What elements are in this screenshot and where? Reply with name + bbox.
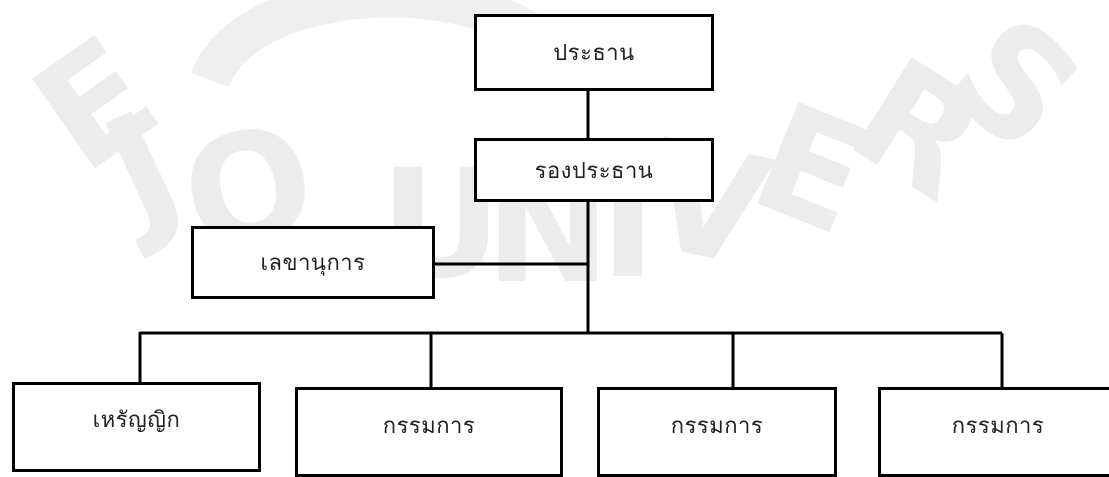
connector-lines xyxy=(138,90,1004,388)
committee-box-2: กรรมการ xyxy=(597,387,837,477)
committee-box-3: กรรมการ xyxy=(878,387,1109,477)
vice-chairman-box: รองประธาน xyxy=(474,138,714,202)
secretary-label: เลขานุการ xyxy=(260,251,366,276)
committee-box-1: กรรมการ xyxy=(295,387,563,477)
committee-label: กรรมการ xyxy=(670,413,764,439)
vice-chairman-label: รองประธาน xyxy=(534,158,654,184)
committee-label: กรรมการ xyxy=(382,413,476,439)
chairman-box: ประธาน xyxy=(474,14,714,91)
secretary-box: เลขานุการ xyxy=(191,226,435,299)
committee-label: กรรมการ xyxy=(951,413,1045,439)
chairman-label: ประธาน xyxy=(553,41,635,66)
treasurer-label: เหรัญญิก xyxy=(92,407,181,433)
